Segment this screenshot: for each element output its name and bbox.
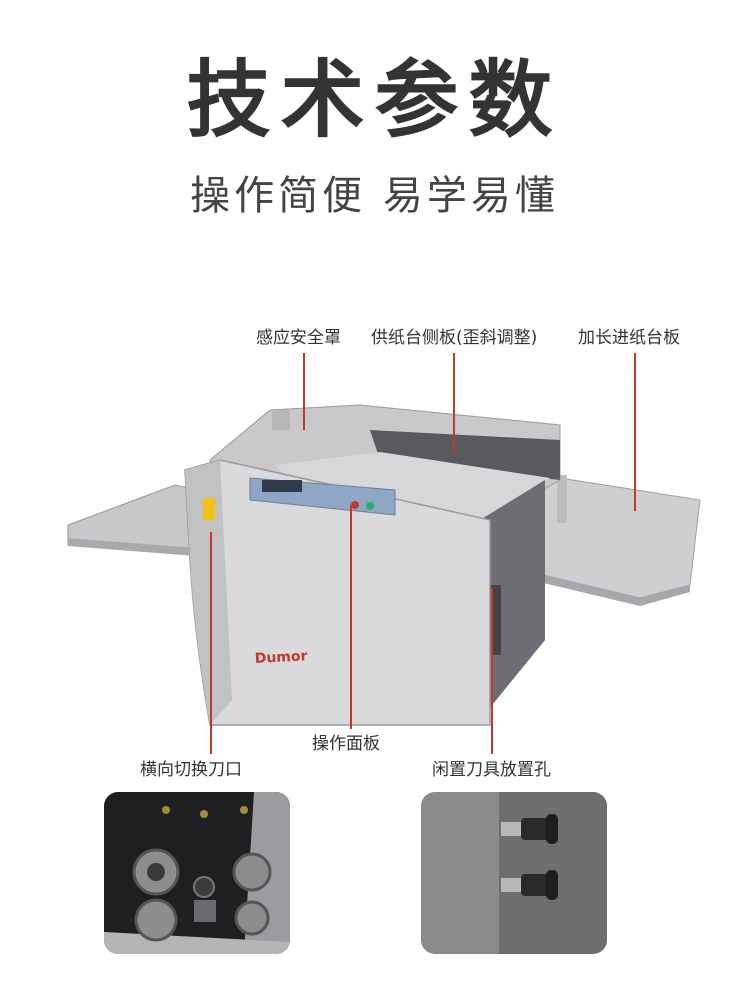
- callout-extended-tray: 加长进纸台板: [578, 328, 680, 348]
- leader-control-panel: [350, 505, 352, 729]
- page-title: 技术参数: [186, 51, 563, 149]
- inset-tool-holes-closeup: [421, 792, 607, 954]
- callout-control-panel: 操作面板: [312, 734, 380, 754]
- callout-cutter-switch: 横向切换刀口: [140, 760, 242, 780]
- callout-side-guide: 供纸台侧板(歪斜调整): [371, 328, 538, 348]
- page-subtitle: 操作简便 易学易懂: [190, 173, 559, 219]
- leader-extended-tray: [634, 353, 636, 511]
- callout-sensor-cover: 感应安全罩: [256, 328, 341, 348]
- leader-cutter-switch: [210, 532, 212, 754]
- leader-side-guide: [453, 353, 455, 453]
- brand-logo: Dumor: [254, 648, 308, 667]
- leader-tool-holes: [491, 588, 493, 754]
- leader-sensor-cover: [303, 353, 305, 430]
- inset-cutter-closeup: [104, 792, 290, 954]
- callout-tool-holes: 闲置刀具放置孔: [432, 760, 551, 780]
